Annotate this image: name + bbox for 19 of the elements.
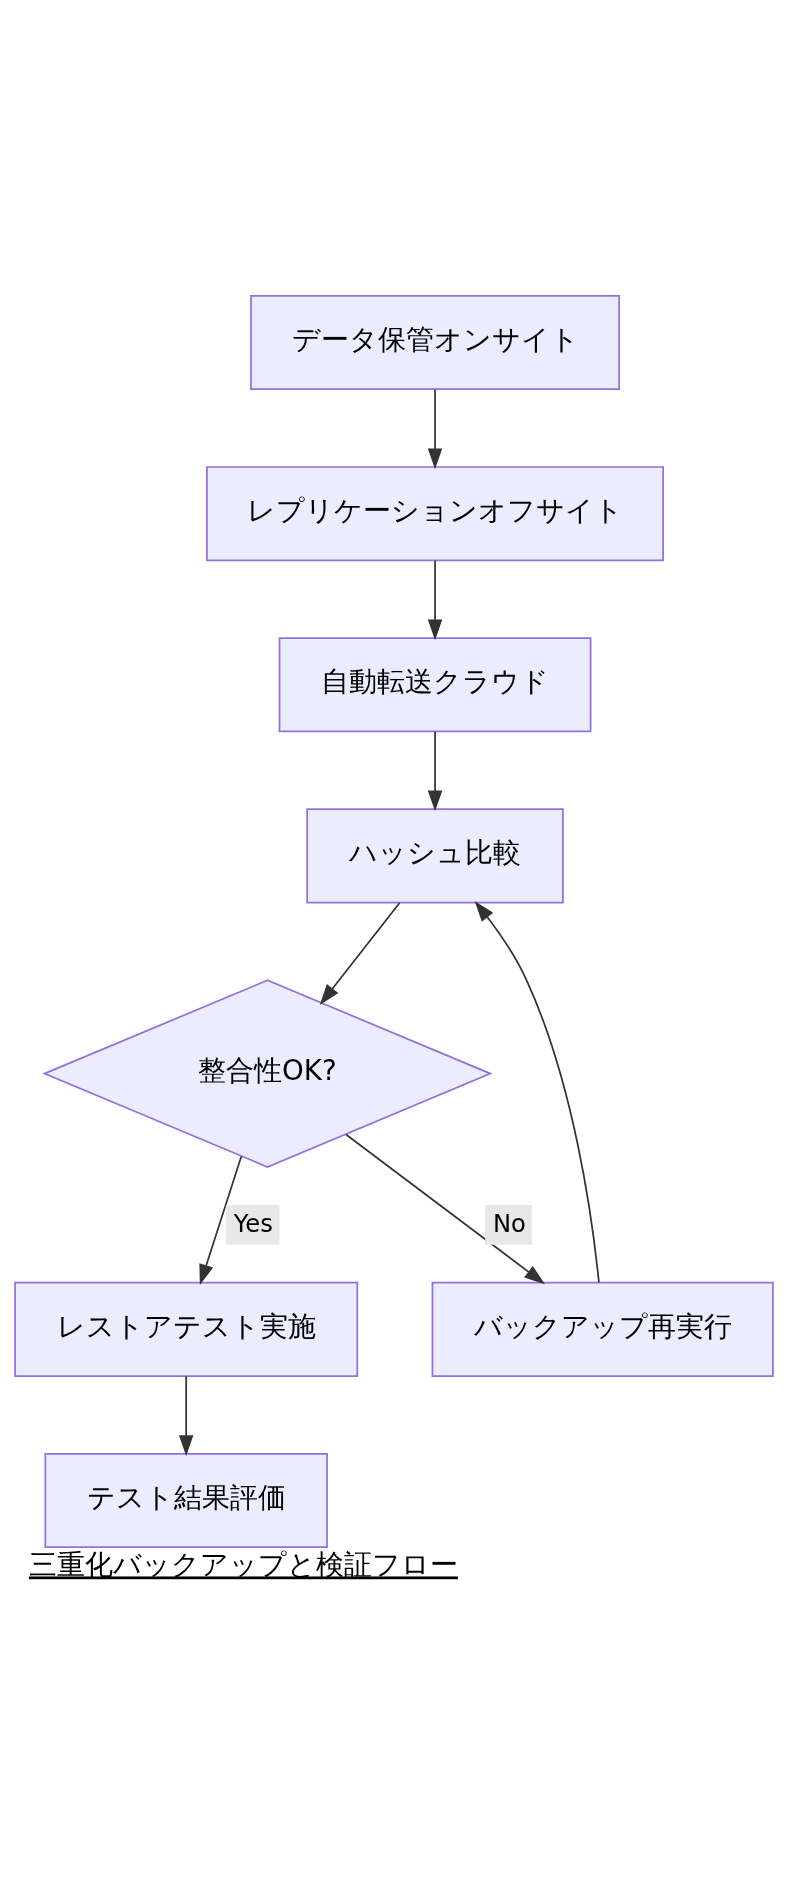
node-box: 自動転送クラウド: [278, 637, 592, 733]
node-box: ハッシュ比較: [306, 808, 564, 904]
arrow: [427, 388, 443, 470]
arrow: [178, 1375, 194, 1456]
node-diamond: 整合性OK?: [42, 979, 493, 1168]
arrow: [474, 900, 600, 1284]
arrow: [427, 559, 443, 641]
arrow: [319, 902, 401, 1005]
node-box: レプリケーションオフサイト: [206, 466, 665, 562]
node-box: テスト結果評価: [44, 1452, 328, 1548]
arrow: [345, 1133, 545, 1285]
arrow: [427, 731, 443, 812]
edge-label: Yes: [233, 1210, 273, 1239]
arrow: [199, 1155, 243, 1286]
edge-label: No: [492, 1210, 526, 1239]
caption: 三重化バックアップと検証フロー: [28, 1548, 458, 1582]
node-box: データ保管オンサイト: [250, 295, 620, 391]
node-box: レストアテスト実施: [14, 1281, 359, 1377]
node-box: バックアップ再実行: [431, 1281, 774, 1377]
